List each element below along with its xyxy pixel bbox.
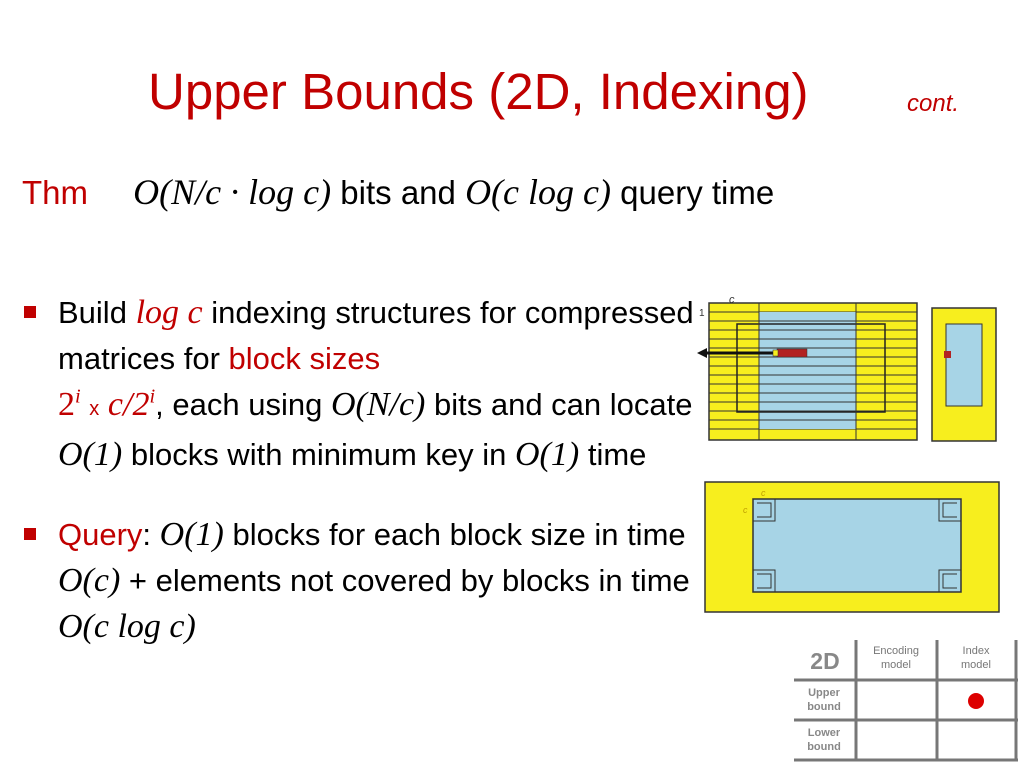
label-c-left: c: [743, 505, 748, 515]
bullet-math: O(1): [58, 436, 123, 473]
bullet-math: O(N/c): [330, 386, 426, 423]
blue-block: [759, 312, 856, 429]
small-block-figure: [931, 307, 997, 442]
bullet-math: O(1): [159, 516, 224, 553]
bullet-query: Query: O(1) blocks for each block size i…: [20, 512, 718, 650]
table-corner-label: 2D: [810, 648, 839, 674]
bullet-build: Build log c indexing structures for comp…: [20, 290, 700, 478]
label-c-top: c: [729, 294, 735, 306]
slide-title: Upper Bounds (2D, Indexing): [148, 63, 809, 120]
theorem-end-text: query time: [620, 174, 775, 211]
blue-wide-block: [752, 498, 962, 593]
bullet-math: O(1): [515, 436, 580, 473]
bullet-highlight: block sizes: [228, 341, 381, 376]
bullet-text: indexing structures for compressed matri…: [58, 295, 694, 376]
row-header-upper: Upper: [808, 687, 841, 699]
corner-blocks-figure: c c: [704, 481, 1000, 613]
corner-squares: [753, 498, 961, 593]
arrow-head-icon: [697, 348, 707, 358]
blue-block-stripes: [759, 320, 856, 421]
arrow-tail-marker: [772, 349, 779, 357]
row-header-lower: Lower: [808, 727, 841, 739]
col-header-index: Index: [963, 645, 990, 657]
query-rectangle: [736, 323, 886, 413]
bullet-text: blocks with minimum key in: [130, 437, 507, 472]
bullet-marker: [24, 528, 36, 540]
bullet-math: log c: [135, 294, 203, 331]
block-size-expression-2: c/2i: [107, 385, 156, 423]
summary-table: 2D Encoding model Index model Upper boun…: [794, 640, 1018, 762]
bullet-highlight: Query: [58, 517, 143, 552]
title-continued-label: cont.: [907, 90, 960, 117]
theorem-line: Thm O(N/c · log c) bits and O(c log c) q…: [22, 172, 775, 213]
col-header-encoding: Encoding: [873, 645, 919, 657]
bullet-text: :: [142, 517, 152, 552]
current-cell-marker: [968, 693, 984, 709]
striped-matrix-figure: 1 c: [697, 294, 918, 441]
bullet-text: , each using: [155, 387, 323, 422]
blue-small-block: [945, 323, 983, 407]
row-header-upper-2: bound: [807, 701, 841, 713]
bullet-math: O(c): [58, 562, 121, 599]
bullet-text: bits and can locate: [433, 387, 693, 422]
space-bound: O(N/c · log c): [133, 172, 332, 212]
query-bound: O(c log c): [465, 172, 611, 212]
bullet-text: Build: [58, 295, 127, 330]
theorem-mid-text: bits and: [340, 174, 456, 211]
theorem-label: Thm: [22, 174, 88, 211]
label-one: 1: [699, 308, 705, 319]
bullet-marker: [24, 306, 36, 318]
col-header-encoding-2: model: [881, 659, 911, 671]
block-size-expression: 2i: [58, 385, 81, 423]
bullet-math: O(c log c): [58, 608, 196, 645]
bullet-text: + elements not covered by blocks in time: [128, 563, 690, 598]
col-header-index-2: model: [961, 659, 991, 671]
bullet-list: Build log c indexing structures for comp…: [20, 290, 700, 650]
bullet-text: blocks for each block size in time: [232, 517, 686, 552]
table-grid: [794, 640, 1018, 762]
min-key-marker: [944, 351, 951, 358]
row-header-lower-2: bound: [807, 741, 841, 753]
times-symbol: x: [89, 398, 100, 420]
bullet-text: time: [587, 437, 647, 472]
label-c-second: c: [761, 488, 766, 498]
min-key-block: [776, 348, 808, 358]
